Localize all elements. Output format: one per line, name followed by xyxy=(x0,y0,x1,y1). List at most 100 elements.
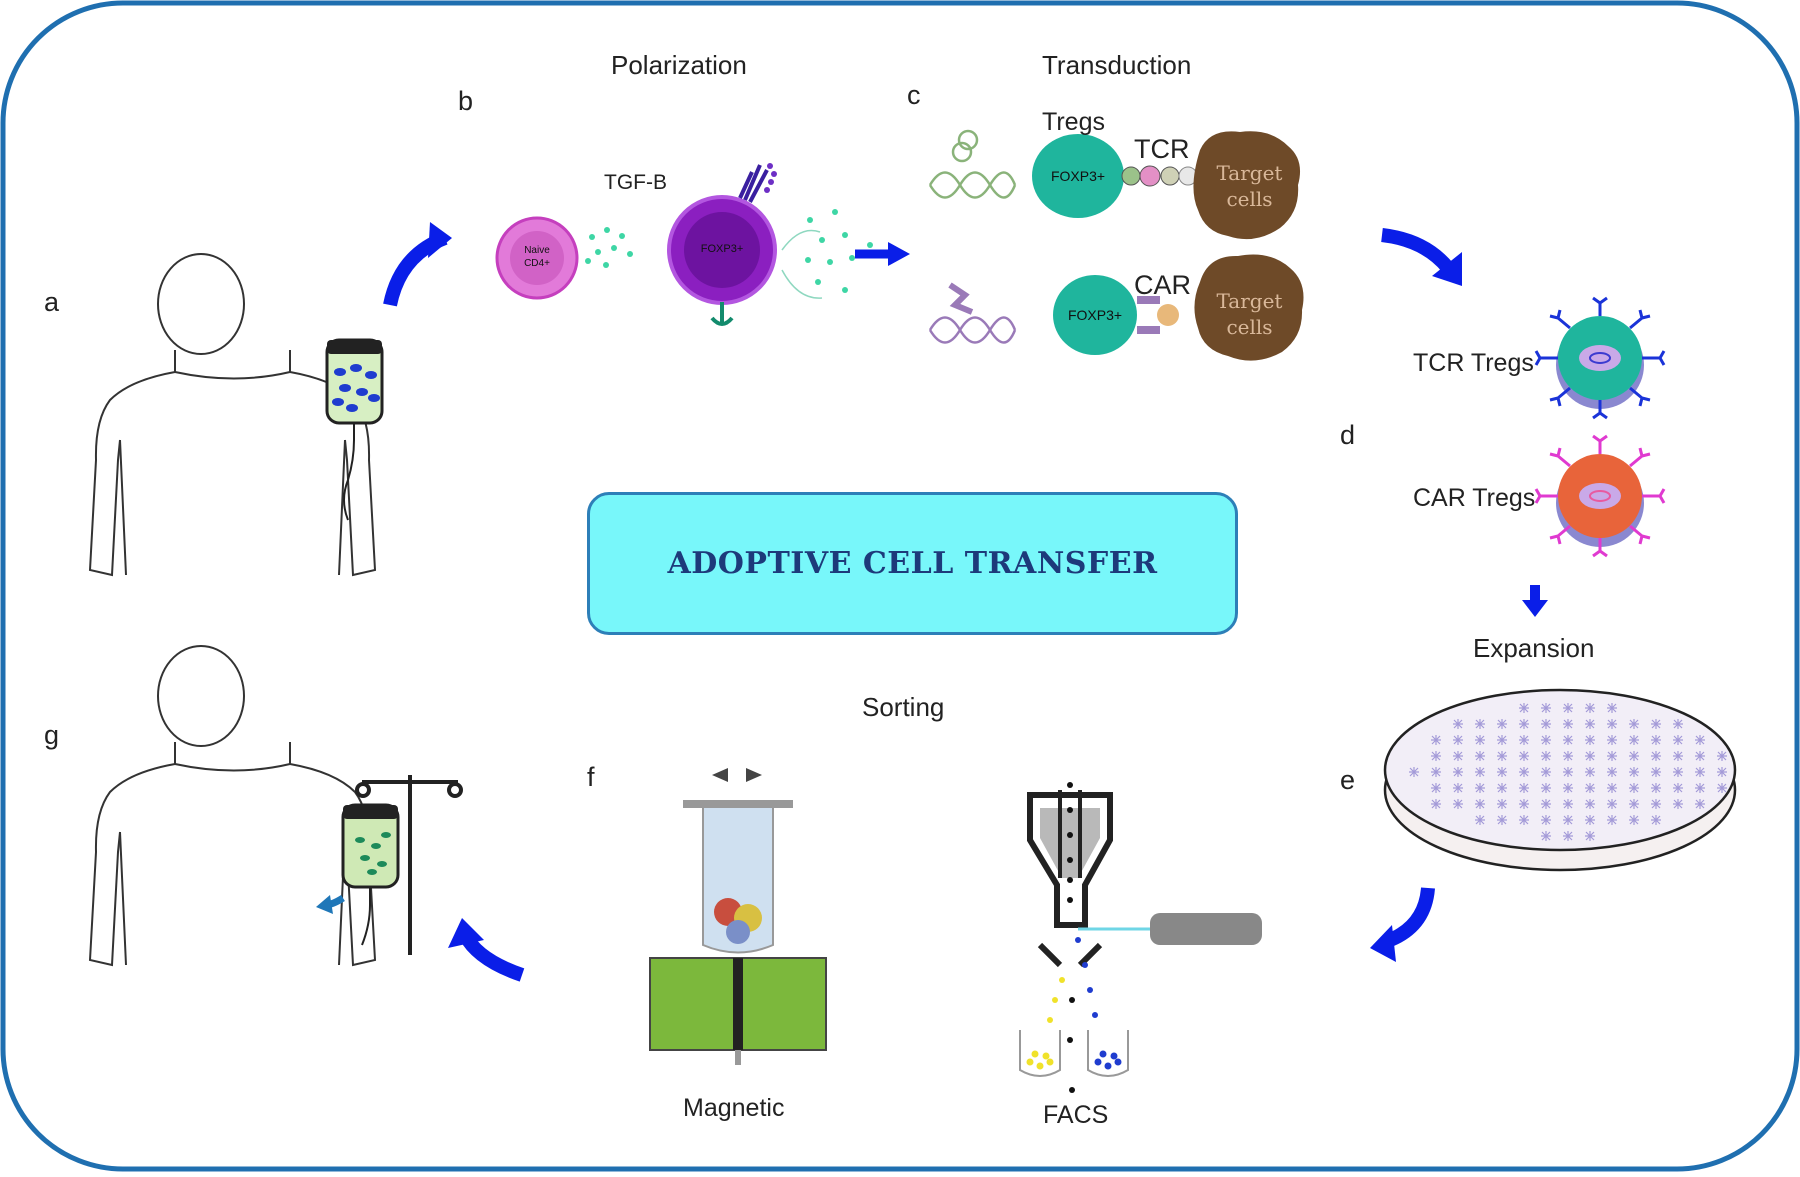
target-cell-1 xyxy=(1193,131,1301,240)
iv-bag-a xyxy=(325,338,384,521)
dish-cell-mark xyxy=(1607,767,1617,777)
dish-cell-mark xyxy=(1585,767,1595,777)
dish-cell-mark xyxy=(1673,751,1683,761)
dish-cell-mark xyxy=(1607,735,1617,745)
dish-cell-mark xyxy=(1431,735,1441,745)
dish-cell-mark xyxy=(1541,831,1551,841)
dish-cell-mark xyxy=(1453,783,1463,793)
dish-cell-mark xyxy=(1651,783,1661,793)
dish-cell-mark xyxy=(1629,719,1639,729)
dish-cell-mark xyxy=(1541,783,1551,793)
dish-cell-mark xyxy=(1453,751,1463,761)
dish-cell-mark xyxy=(1585,719,1595,729)
dish-cell-mark xyxy=(1585,735,1595,745)
dish-cell-mark xyxy=(1629,751,1639,761)
tcr-treg-engineered xyxy=(1534,296,1666,420)
dish-cell-mark xyxy=(1585,799,1595,809)
section-transduction: Transduction xyxy=(1042,50,1192,80)
magnetic-sorter xyxy=(649,768,827,1065)
dish-cell-mark xyxy=(1607,815,1617,825)
dish-cell-mark xyxy=(1541,815,1551,825)
dish-cell-mark xyxy=(1717,751,1727,761)
target-cell-2 xyxy=(1194,254,1304,361)
section-sorting: Sorting xyxy=(862,692,945,722)
dish-cell-mark xyxy=(1673,767,1683,777)
dish-cell-mark xyxy=(1475,735,1485,745)
dish-cell-mark xyxy=(1695,767,1705,777)
magnetic-label: Magnetic xyxy=(683,1094,785,1122)
dish-cell-mark xyxy=(1475,815,1485,825)
treg-receptor-top xyxy=(738,164,769,203)
dish-cell-mark xyxy=(1673,799,1683,809)
dish-cell-mark xyxy=(1607,703,1617,713)
dish-cell-mark xyxy=(1519,703,1529,713)
dish-cell-mark xyxy=(1629,767,1639,777)
dish-cell-mark xyxy=(1629,815,1639,825)
dish-cell-mark xyxy=(1651,751,1661,761)
section-polarization: Polarization xyxy=(611,50,747,80)
dish-cell-mark xyxy=(1541,719,1551,729)
dish-cell-mark xyxy=(1563,751,1573,761)
treg-receptor-bottom xyxy=(710,302,734,326)
dish-cell-mark xyxy=(1541,751,1551,761)
arrow-a-to-b-head xyxy=(428,222,452,258)
title-box: ADOPTIVE CELL TRANSFER xyxy=(587,492,1238,635)
dish-cell-mark xyxy=(1607,751,1617,761)
car-tregs-label: CAR Tregs xyxy=(1413,484,1536,512)
dish-cell-mark xyxy=(1585,783,1595,793)
dish-cell-mark xyxy=(1519,751,1529,761)
dish-cell-mark xyxy=(1519,783,1529,793)
tregs-label: Tregs xyxy=(1042,108,1105,136)
target-cells-label-1: Target cells xyxy=(1216,161,1283,211)
target-cells-label-2: Target cells xyxy=(1216,289,1283,339)
dish-cell-mark xyxy=(1673,783,1683,793)
dish-cell-mark xyxy=(1717,767,1727,777)
dish-cell-mark xyxy=(1475,783,1485,793)
dish-cell-mark xyxy=(1563,815,1573,825)
dish-cell-mark xyxy=(1717,783,1727,793)
dish-cell-mark xyxy=(1651,815,1661,825)
dish-cell-mark xyxy=(1541,735,1551,745)
dish-cell-mark xyxy=(1541,799,1551,809)
dish-cell-mark xyxy=(1563,799,1573,809)
dish-cell-mark xyxy=(1651,735,1661,745)
panel-letter-d: d xyxy=(1340,420,1356,450)
iv-stand-g xyxy=(355,775,463,955)
tcr-treg-cell xyxy=(1032,134,1124,218)
dish-cell-mark xyxy=(1563,831,1573,841)
dish-cell-mark xyxy=(1497,735,1507,745)
dish-cell-mark xyxy=(1563,767,1573,777)
dish-cell-mark xyxy=(1607,799,1617,809)
dish-cell-mark xyxy=(1651,719,1661,729)
dish-cell-mark xyxy=(1519,815,1529,825)
dish-cell-mark xyxy=(1607,783,1617,793)
dish-cell-mark xyxy=(1629,783,1639,793)
dish-cell-mark xyxy=(1431,799,1441,809)
dish-cell-mark xyxy=(1497,783,1507,793)
section-expansion: Expansion xyxy=(1473,633,1595,663)
car-receptor xyxy=(1137,296,1179,334)
dish-cell-mark xyxy=(1673,735,1683,745)
car-treg-cell xyxy=(1053,275,1137,355)
dish-cell-mark xyxy=(1541,767,1551,777)
dish-cell-mark xyxy=(1475,767,1485,777)
dish-cell-mark xyxy=(1475,799,1485,809)
diagram-title: ADOPTIVE CELL TRANSFER xyxy=(667,546,1158,581)
dish-cell-mark xyxy=(1497,751,1507,761)
tgf-beta-label: TGF-B xyxy=(604,171,667,194)
dish-cell-mark xyxy=(1431,767,1441,777)
panel-letter-b: b xyxy=(458,86,474,116)
foxp3-car-label: FOXP3+ xyxy=(1067,307,1123,323)
tgf-dots-left xyxy=(585,227,633,268)
petri-dish xyxy=(1383,688,1737,872)
car-vector-dna xyxy=(928,282,1017,344)
dish-cell-mark xyxy=(1519,735,1529,745)
dish-cell-mark xyxy=(1453,735,1463,745)
facs-label: FACS xyxy=(1043,1101,1109,1129)
dish-cell-mark xyxy=(1541,703,1551,713)
panel-letter-c: c xyxy=(907,80,921,110)
dish-cell-mark xyxy=(1431,751,1441,761)
panel-letter-f: f xyxy=(587,762,595,792)
